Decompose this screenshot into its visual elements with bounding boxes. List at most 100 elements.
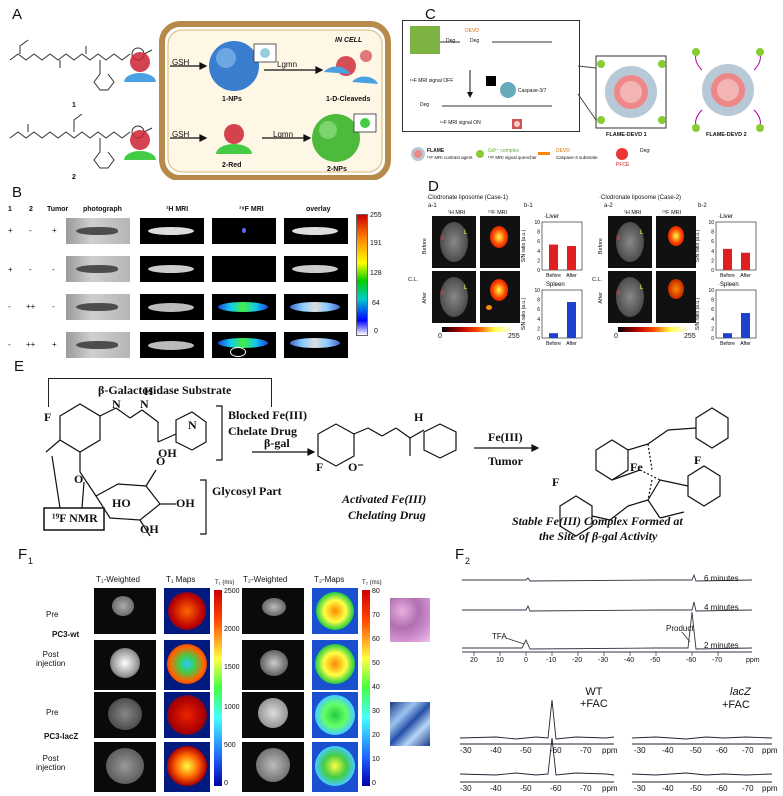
f1-col-t1maps: T₁ Maps [166, 575, 196, 584]
cl-label-2: C.L. [592, 277, 603, 283]
f2-time-2: 2 minutes [704, 641, 739, 650]
t1-tick-500: 500 [224, 742, 236, 749]
h-mri-3 [140, 294, 204, 320]
t2-tick-80: 80 [372, 588, 380, 595]
b1-spleen-ytick: 4 [537, 317, 540, 323]
f2-xtick-m30: -30 [598, 657, 609, 664]
in-cell-label: IN CELL [335, 37, 363, 44]
f2-time-6: 6 minutes [704, 574, 739, 583]
molecule-1-structure [9, 39, 153, 91]
panel-c-figure [410, 26, 764, 161]
t2-tick-50: 50 [372, 660, 380, 667]
b2-spleen-xtick: Before [720, 341, 735, 346]
np1-cleaved-label: 1-D-Cleaveds [326, 96, 371, 103]
wt1-tick-m50: -50 [520, 746, 532, 755]
atom-oh-3: OH [140, 522, 159, 536]
legend-deg: Deg: [640, 148, 651, 154]
f-mri-2 [212, 256, 276, 282]
legend-devd: DEVD [556, 148, 570, 154]
t1-tick-1000: 1000 [224, 704, 240, 711]
f2-xtick-m40: -40 [624, 657, 635, 664]
atom-f-4: F [694, 453, 702, 467]
wt2-tick-m60: -60 [550, 784, 562, 793]
after-label-2: After [598, 292, 604, 304]
t2-tick-10: 10 [372, 756, 380, 763]
b2-liver-xtick: Before [720, 273, 735, 279]
t1-tick-0: 0 [224, 780, 228, 787]
t2-tick-20: 20 [372, 732, 380, 739]
photo-4 [66, 332, 130, 358]
f2-spectra [459, 573, 773, 783]
b2-spleen-title: ·Spleen [718, 282, 739, 288]
t1-colorbar [214, 590, 222, 786]
cb-0: 0 [374, 328, 378, 335]
atom-f-3: F [552, 475, 560, 489]
legend-devd-sub: Caspase-3 substrate [556, 155, 598, 160]
b1-spleen-bar [567, 302, 576, 338]
b1-liver-frame [541, 221, 583, 271]
t2-colorbar [362, 590, 370, 786]
panel-c-label: C [425, 6, 436, 23]
b1-liver-ytick: 10 [534, 220, 540, 226]
b1-liver-ytick: 8 [537, 230, 540, 236]
col-header-1: 1 [8, 206, 12, 213]
lz1-tick-m40: -40 [662, 746, 674, 755]
b1-liver-ytick: 0 [537, 268, 540, 274]
fe3-label: Fe(III) [488, 430, 523, 444]
atom-h-2: H [414, 410, 424, 424]
b1-spleen-xtick: After [566, 341, 577, 346]
b1-spleen-bar [549, 333, 558, 338]
row4-c2: ++ [26, 340, 36, 349]
mri-on-label: ¹⁹F MRI signal ON [440, 120, 481, 126]
b2-liver-ytick: 6 [711, 239, 714, 245]
f2-xtick-m10: -10 [546, 657, 557, 664]
panel-f2-sub: 2 [465, 556, 471, 566]
row4-c1: - [8, 340, 11, 349]
deg-label-3: Deg [420, 102, 430, 108]
f1-row-post-1: Post injection [36, 650, 66, 668]
f-mri-3 [212, 294, 276, 320]
f2-time-4: 4 minutes [704, 603, 739, 612]
legend-flame: FLAME [427, 148, 445, 154]
f1-row-post-2: Post injection [36, 754, 66, 772]
stable-label: Stable Fe(III) Complex Formed at [512, 514, 683, 528]
b2-liver-ytick: 4 [711, 249, 714, 255]
lz1-ppm: ppm [762, 746, 778, 755]
b1-spleen-ytick: 6 [537, 307, 540, 313]
wt2-ppm: ppm [602, 784, 618, 793]
b1-liver-title: ·Liver [544, 214, 559, 220]
atom-f-2: F [316, 460, 324, 474]
t2-tick-30: 30 [372, 708, 380, 715]
b2-spleen-bar [723, 333, 732, 338]
wt2-tick-m40: -40 [490, 784, 502, 793]
t1-tick-1500: 1500 [224, 664, 240, 671]
atom-ho: HO [112, 496, 131, 510]
panel-e-structures [43, 403, 729, 537]
b1-spleen-ylabel: S/N ratio (a.u.) [521, 297, 527, 330]
overlay-3 [284, 294, 348, 320]
d-f-mri-before-2 [656, 216, 696, 268]
f1-row-pre-1: Pre [46, 610, 59, 619]
wt2-tick-m30: -30 [460, 784, 472, 793]
row3-c1: - [8, 302, 11, 311]
col-header-photograph: photograph [83, 206, 122, 213]
legend-flame-sub: ¹⁹F MRI contrast agent [427, 155, 473, 160]
b1-liver-ytick: 2 [537, 258, 540, 264]
b2-spleen-ytick: 2 [711, 326, 714, 332]
row3-c2: ++ [26, 302, 36, 311]
d-f-mri-after-2 [656, 271, 696, 323]
activated-label-2: Chelating Drug [348, 508, 426, 522]
d-scale-max-2: 255 [684, 333, 696, 340]
lgmn-label-1: Lgmn [277, 60, 298, 69]
row2-c2: - [29, 265, 32, 274]
a1-label: a-1 [428, 203, 437, 209]
case-2-title: ·Clodronate liposome (Case-2) [599, 195, 682, 201]
lz1-tick-m60: -60 [716, 746, 728, 755]
histology-lacz [390, 702, 430, 746]
lz2-tick-m30: -30 [634, 784, 646, 793]
atom-n-3: N [188, 418, 197, 432]
b2-liver-ylabel: S/N ratio (a.u.) [695, 229, 701, 262]
panel-a-figure [9, 21, 391, 180]
